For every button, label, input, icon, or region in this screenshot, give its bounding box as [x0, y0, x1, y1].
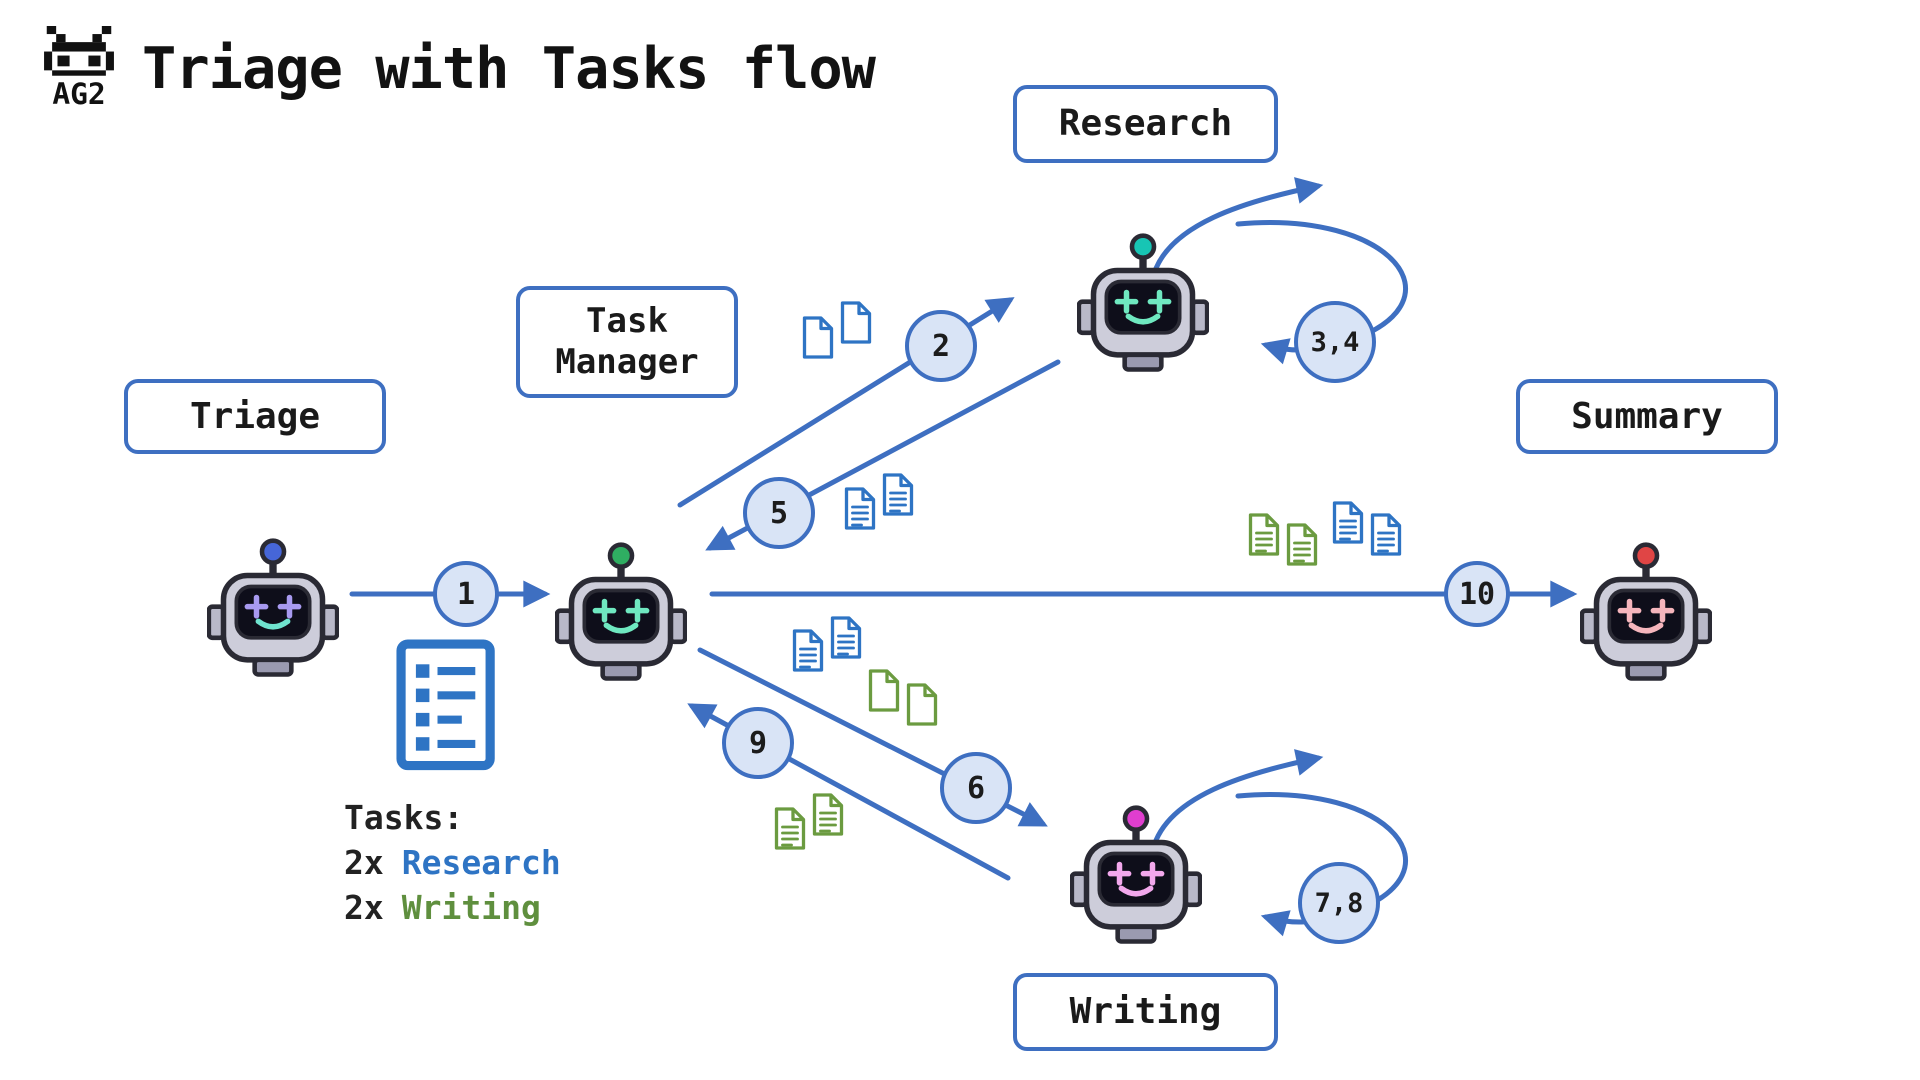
research-agent-robot-icon: [1077, 232, 1209, 386]
tasks-research-label: Research: [401, 843, 561, 883]
node-writing-label: Writing: [1069, 991, 1222, 1033]
node-box-summary: Summary: [1516, 379, 1778, 454]
step-3-4-badge: 3,4: [1294, 301, 1376, 383]
node-summary-label: Summary: [1571, 395, 1723, 437]
document-icon-green-lined: [812, 793, 844, 836]
step-6-badge: 6: [940, 752, 1012, 824]
ag2-logo-text: AG2: [52, 77, 105, 111]
tasks-research-count: 2x: [344, 843, 384, 883]
document-icon-green-blank: [906, 683, 938, 726]
task-list-icon: [396, 639, 495, 771]
tasks-writing-count: 2x: [344, 888, 384, 928]
tasks-note-writing-line: 2x Writing: [344, 885, 561, 930]
triage-agent-robot-icon: [207, 537, 339, 691]
step-5-badge: 5: [743, 477, 815, 549]
node-research-label: Research: [1058, 103, 1233, 145]
document-icon-blue-lined: [882, 473, 914, 516]
writing-self-loop-out: [1149, 749, 1324, 857]
step-10-badge: 10: [1444, 561, 1510, 627]
step-1-badge: 1: [433, 561, 499, 627]
node-box-task-manager: Task Manager: [516, 286, 738, 398]
node-box-writing: Writing: [1013, 973, 1278, 1051]
header: AG2 Triage with Tasks flow: [38, 26, 876, 112]
node-box-triage: Triage: [124, 379, 386, 454]
document-icon-blue-lined: [792, 629, 824, 672]
document-icon-green-lined: [1248, 513, 1280, 556]
document-icon-green-lined: [1286, 523, 1318, 566]
writing-agent-robot-icon: [1070, 804, 1202, 958]
summary-agent-robot-icon: [1580, 541, 1712, 695]
node-triage-label: Triage: [189, 395, 321, 437]
document-icon-blue-lined: [1370, 513, 1402, 556]
tasks-writing-label: Writing: [401, 888, 541, 928]
document-icon-blue-lined: [830, 616, 862, 659]
node-task-manager-label-line2: Manager: [555, 342, 699, 382]
task-manager-agent-robot-icon: [555, 541, 687, 695]
step-9-badge: 9: [722, 707, 794, 779]
document-icon-blue-lined: [844, 487, 876, 530]
node-task-manager-label-line1: Task: [586, 301, 668, 342]
ag2-logo-icon: AG2: [44, 26, 114, 111]
step-7-8-badge: 7,8: [1298, 862, 1380, 944]
document-icon-blue-blank: [802, 316, 834, 359]
writing-self-loop-back: [1235, 792, 1408, 937]
page-title: Triage with Tasks flow: [142, 36, 876, 102]
tasks-note-heading: Tasks:: [344, 798, 464, 837]
document-icon-blue-blank: [840, 301, 872, 344]
document-icon-blue-lined: [1332, 501, 1364, 544]
document-icon-green-blank: [868, 669, 900, 712]
tasks-note-research-line: 2x Research: [344, 840, 561, 885]
document-icon-green-lined: [774, 807, 806, 850]
step-2-badge: 2: [905, 310, 977, 382]
node-box-research: Research: [1013, 85, 1278, 163]
research-self-loop-out: [1149, 177, 1324, 285]
